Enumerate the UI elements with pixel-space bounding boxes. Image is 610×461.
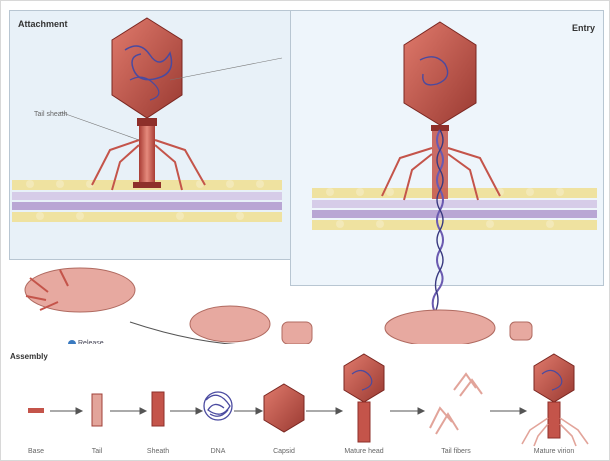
bacterium-center bbox=[190, 306, 312, 344]
assembly-steps-illustration bbox=[6, 344, 604, 458]
step-label-mature-head: Mature head bbox=[334, 448, 394, 455]
step-label-base: Base bbox=[6, 448, 66, 455]
entry-phage bbox=[382, 22, 500, 328]
step-dna-shape bbox=[204, 392, 232, 420]
step-label-tail: Tail bbox=[67, 448, 127, 455]
step-tail-shape bbox=[92, 394, 102, 426]
step-base-shape bbox=[28, 408, 44, 413]
step-label-capsid: Capsid bbox=[254, 448, 314, 455]
step-label-tail-fibers: Tail fibers bbox=[426, 448, 486, 455]
step-mature-virion-shape bbox=[522, 354, 588, 446]
bacterium-right bbox=[385, 310, 532, 346]
assembly-band: Assembly bbox=[6, 344, 604, 458]
step-label-dna: DNA bbox=[188, 448, 248, 455]
attachment-phage bbox=[60, 18, 282, 190]
step-tail-fibers-shape bbox=[430, 374, 482, 434]
bacterium-burst-left bbox=[25, 268, 135, 312]
step-mature-head-shape bbox=[344, 354, 384, 442]
step-label-mature-virion: Mature virion bbox=[524, 448, 584, 455]
step-sheath-shape bbox=[152, 392, 164, 426]
step-capsid-shape bbox=[264, 384, 304, 432]
step-label-sheath: Sheath bbox=[128, 448, 188, 455]
entry-membrane bbox=[312, 188, 597, 230]
